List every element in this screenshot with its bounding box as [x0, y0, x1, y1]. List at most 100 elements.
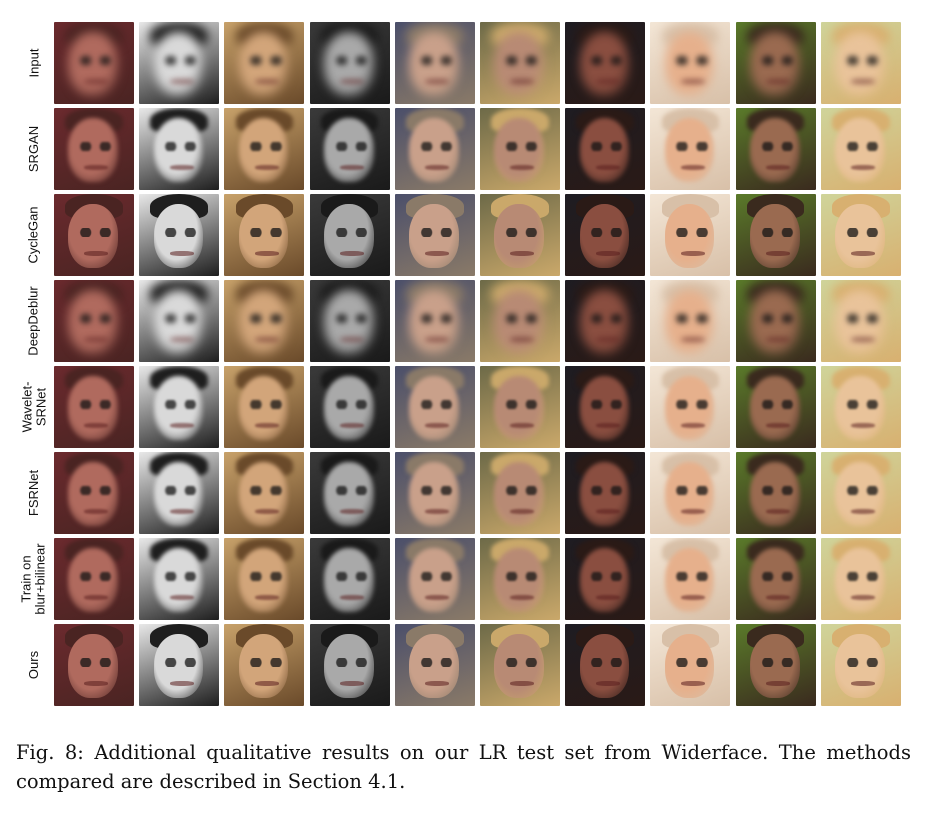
face-eyes	[759, 486, 795, 495]
face-eyes	[333, 142, 369, 151]
face-image	[309, 194, 390, 276]
face-mouth	[425, 337, 450, 343]
face-image	[139, 194, 220, 276]
face-mouth	[765, 595, 790, 601]
face-image	[565, 194, 646, 276]
face-eyes	[674, 658, 710, 667]
face-eyes	[163, 572, 199, 581]
row-label-line: SRNet	[33, 387, 48, 427]
face-mouth	[680, 595, 705, 601]
face-eyes	[844, 486, 880, 495]
face-eyes	[418, 486, 454, 495]
face-eyes	[418, 142, 454, 151]
face-eyes	[163, 228, 199, 237]
face-eyes	[759, 314, 795, 323]
face-image	[480, 108, 560, 190]
face-image	[820, 194, 901, 276]
face-mouth	[765, 681, 790, 687]
face-mouth	[510, 423, 535, 429]
face-eyes	[759, 400, 795, 409]
row-label-line: DeepDeblur	[26, 286, 41, 356]
face-eyes	[844, 142, 880, 151]
face-eyes	[163, 486, 199, 495]
face-mouth	[254, 165, 279, 171]
face-image	[309, 452, 390, 534]
face-mouth	[84, 509, 109, 515]
face-image	[139, 108, 220, 190]
face-eyes	[418, 658, 454, 667]
face-image	[394, 22, 475, 104]
face-eyes	[589, 142, 625, 151]
face-image	[820, 280, 901, 362]
face-mouth	[339, 79, 364, 85]
face-mouth	[339, 337, 364, 343]
face-mouth	[595, 423, 620, 429]
face-eyes	[418, 572, 454, 581]
face-mouth	[851, 509, 876, 515]
face-mouth	[84, 681, 109, 687]
face-image	[820, 452, 901, 534]
face-eyes	[78, 142, 114, 151]
face-eyes	[844, 56, 880, 65]
face-mouth	[84, 423, 109, 429]
face-eyes	[844, 400, 880, 409]
face-mouth	[510, 595, 535, 601]
face-mouth	[425, 681, 450, 687]
face-eyes	[844, 228, 880, 237]
face-image	[54, 452, 134, 534]
face-mouth	[851, 337, 876, 343]
face-mouth	[254, 79, 279, 85]
face-mouth	[339, 509, 364, 515]
face-image	[565, 624, 646, 706]
face-image	[309, 22, 390, 104]
face-eyes	[163, 142, 199, 151]
row-label-line: CycleGan	[26, 206, 42, 264]
face-eyes	[418, 228, 454, 237]
face-image	[394, 280, 475, 362]
face-mouth	[254, 681, 279, 687]
face-mouth	[765, 509, 790, 515]
face-eyes	[504, 400, 540, 409]
face-image	[394, 366, 475, 448]
face-eyes	[248, 658, 284, 667]
face-mouth	[510, 337, 535, 343]
face-image	[820, 538, 901, 620]
face-image	[480, 194, 560, 276]
face-mouth	[595, 251, 620, 257]
face-mouth	[680, 337, 705, 343]
face-eyes	[504, 658, 540, 667]
face-mouth	[169, 251, 194, 257]
face-image	[139, 538, 220, 620]
face-mouth	[851, 595, 876, 601]
face-eyes	[163, 314, 199, 323]
face-eyes	[504, 56, 540, 65]
face-image	[54, 366, 134, 448]
face-mouth	[851, 423, 876, 429]
face-mouth	[254, 595, 279, 601]
face-image	[224, 624, 305, 706]
face-eyes	[674, 56, 710, 65]
face-image	[224, 452, 305, 534]
face-image	[650, 624, 731, 706]
row-label-input: Input	[16, 22, 52, 104]
face-eyes	[78, 314, 114, 323]
face-eyes	[589, 56, 625, 65]
face-image	[735, 452, 816, 534]
face-image	[309, 366, 390, 448]
face-mouth	[339, 251, 364, 257]
face-image	[54, 22, 134, 104]
face-mouth	[169, 595, 194, 601]
face-mouth	[595, 79, 620, 85]
face-image	[650, 452, 731, 534]
face-mouth	[84, 595, 109, 601]
face-image	[54, 624, 134, 706]
row-label-line: Input	[25, 48, 41, 78]
face-image	[565, 22, 646, 104]
face-image	[139, 624, 220, 706]
face-mouth	[169, 337, 194, 343]
face-eyes	[163, 56, 199, 65]
row-label-wavelet-srnet: Wavelet-SRNet	[16, 366, 52, 448]
face-eyes	[418, 56, 454, 65]
face-image	[650, 194, 731, 276]
